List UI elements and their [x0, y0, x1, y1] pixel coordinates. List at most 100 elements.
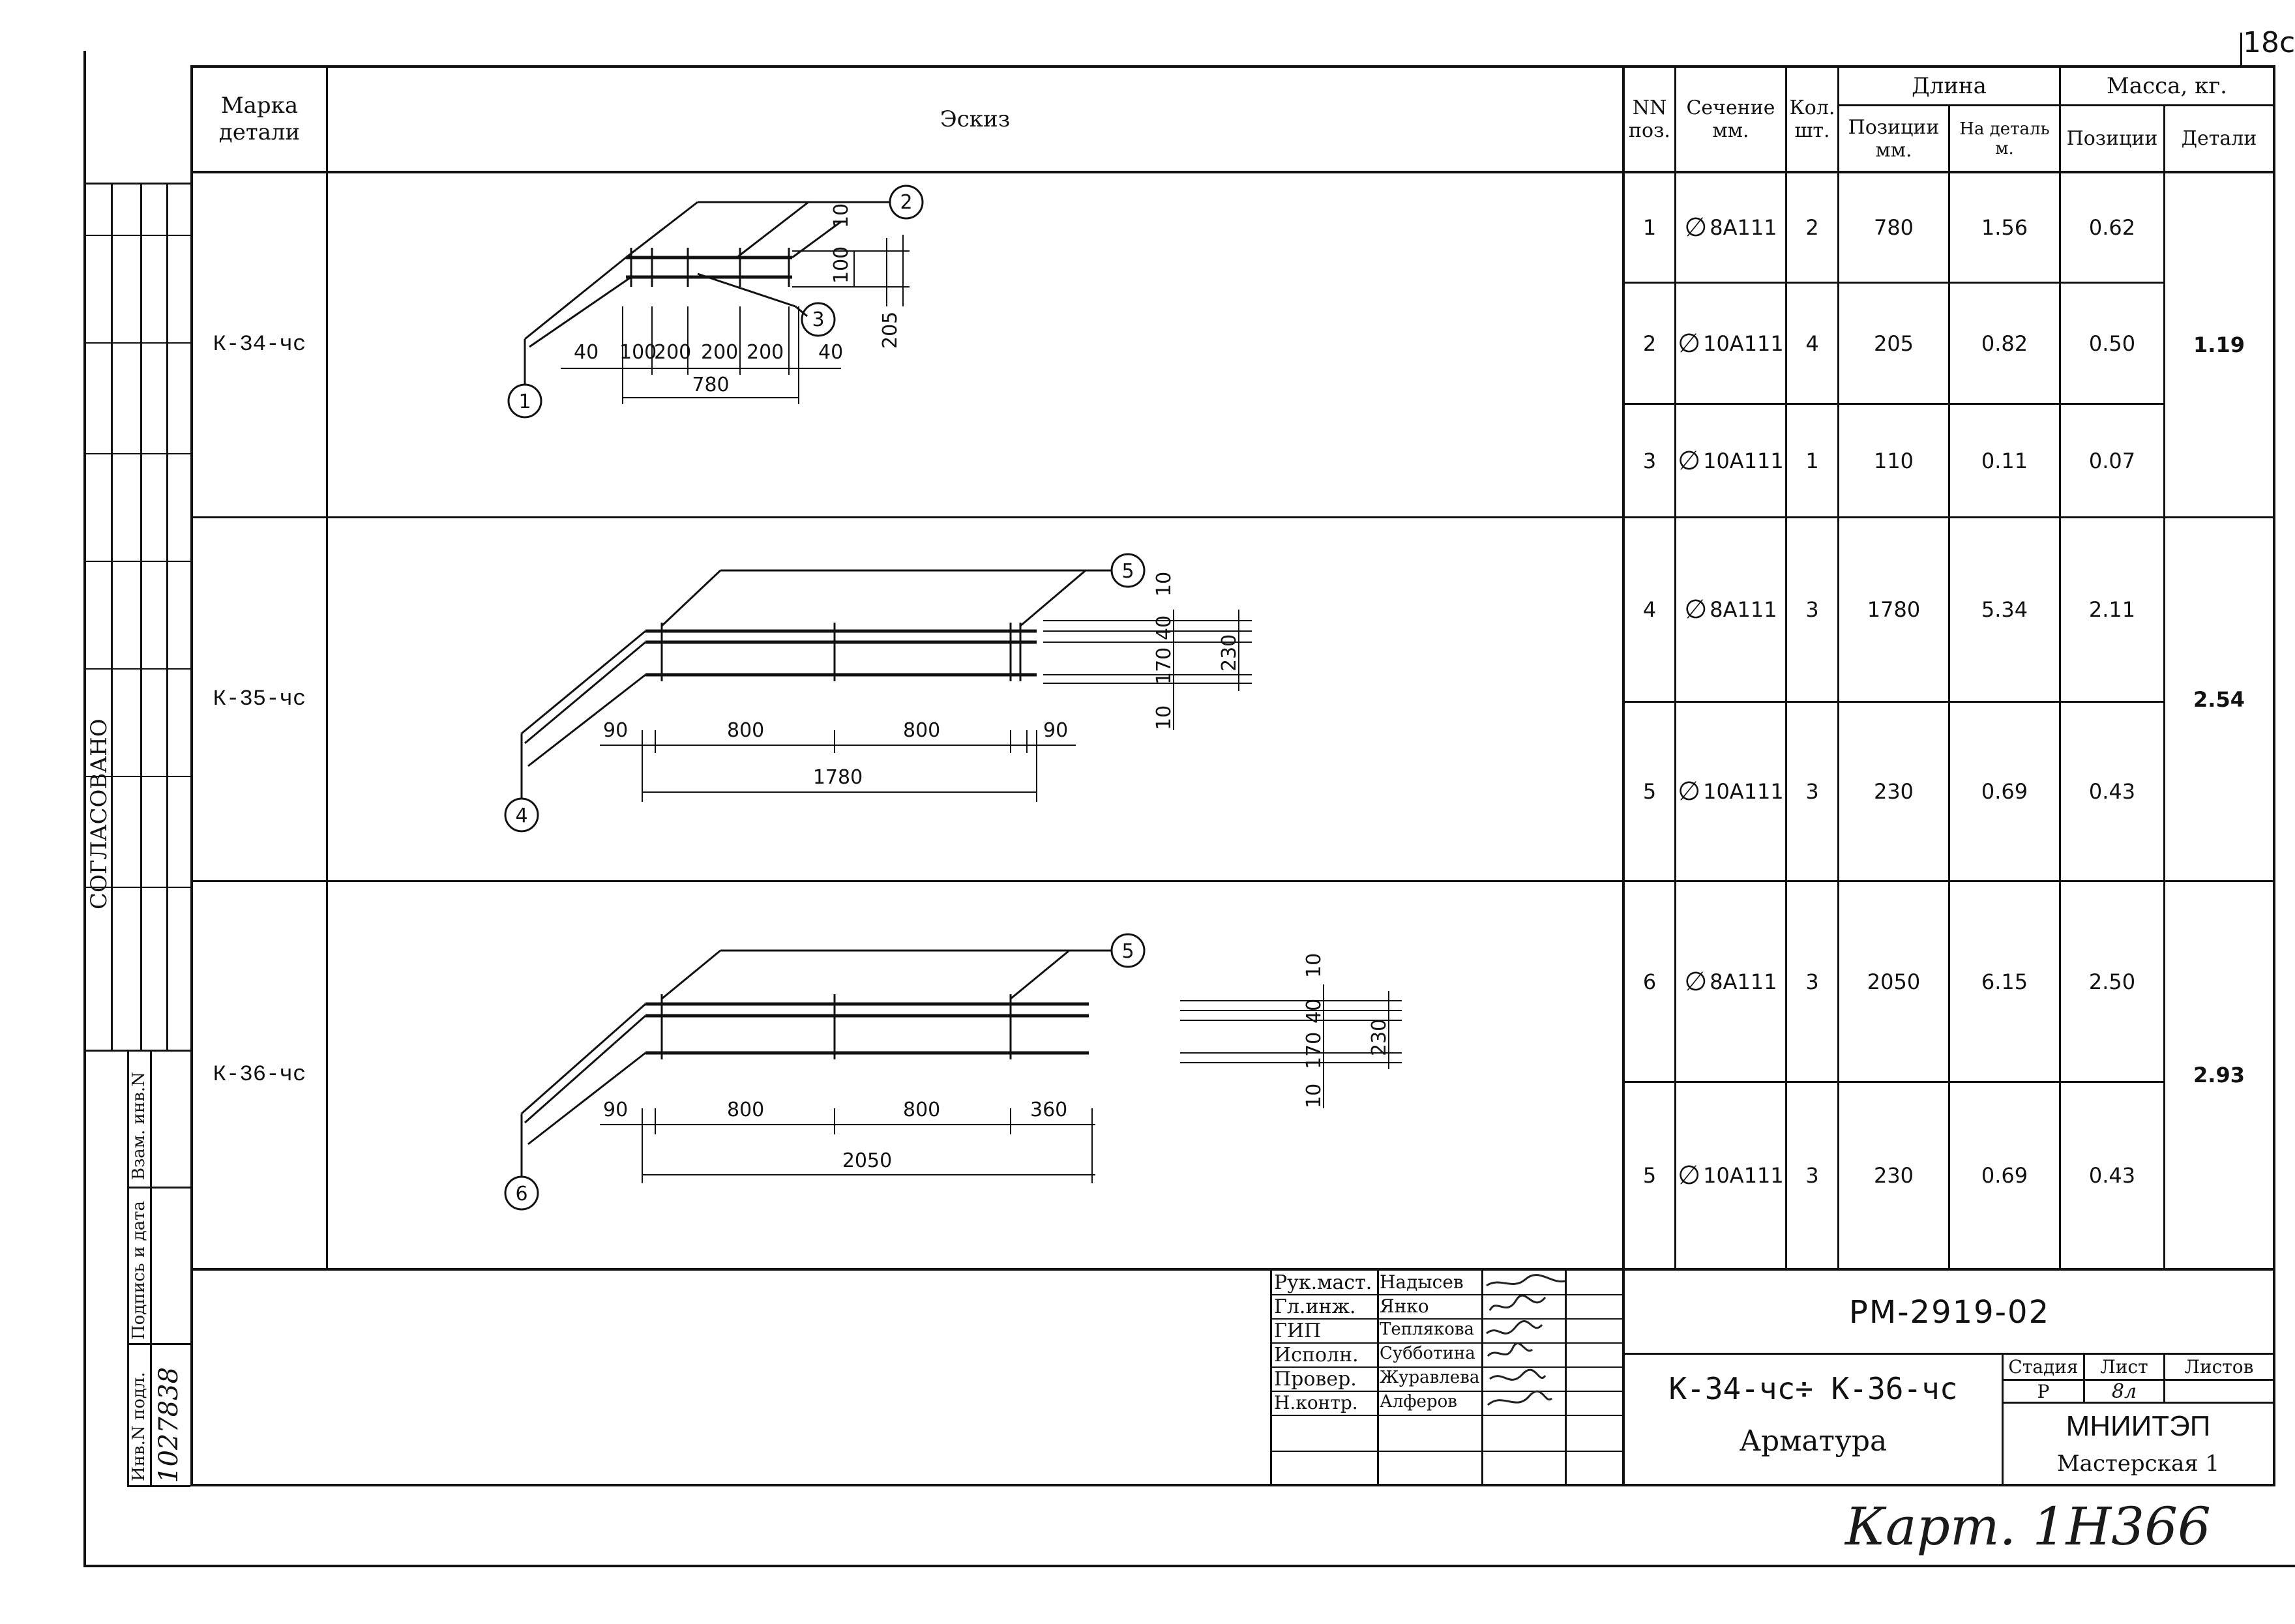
dim-label: 100 — [830, 246, 853, 284]
sig-row-line — [1270, 1366, 1622, 1368]
col-div-lenpos — [1948, 106, 1950, 1270]
mass-pos-cell: 2.11 — [2088, 597, 2136, 622]
hdr-mass-part: Детали — [2181, 127, 2257, 150]
hdr-mass-pos: Позиции — [2066, 127, 2158, 150]
sig-row-line — [1270, 1294, 1622, 1295]
len-part-cell: 1.56 — [1981, 215, 2028, 240]
len-part-cell: 0.69 — [1981, 779, 2028, 804]
row-sep-2 — [1622, 403, 2163, 405]
section-cell: ∅10A111 — [1678, 445, 1784, 476]
dim-label: 10 — [1153, 572, 1176, 597]
mass-pos-cell: 0.43 — [2088, 1163, 2136, 1188]
mass-pos-cell: 2.50 — [2088, 969, 2136, 994]
dim-label: 200 — [701, 341, 738, 364]
dim-label: 230 — [1368, 1019, 1391, 1056]
mass-total-k36: 2.93 — [2193, 1063, 2245, 1087]
len-pos-cell: 1780 — [1867, 597, 1921, 622]
tb-h2 — [2002, 1379, 2274, 1381]
len-pos-cell: 205 — [1873, 331, 1914, 356]
dim-label: 800 — [727, 1099, 764, 1121]
dim-label: 170 — [1303, 1032, 1325, 1069]
callout-label: 2 — [900, 191, 912, 214]
sig-role: Провер. — [1274, 1368, 1357, 1391]
frame-bottom-border — [83, 1565, 2295, 1567]
dim-label: 800 — [903, 1099, 940, 1121]
strip-row — [83, 561, 190, 562]
mass-pos-cell: 0.62 — [2088, 215, 2136, 240]
hdr-sub-line — [1837, 104, 2274, 106]
dim-label: 200 — [747, 341, 784, 364]
workshop: Мастерская 1 — [2056, 1451, 2220, 1477]
dim-total-label: 2050 — [842, 1149, 892, 1172]
mass-total-k35: 2.54 — [2193, 687, 2245, 712]
sig-name: Журавлева — [1380, 1368, 1480, 1387]
table-left — [190, 65, 193, 1486]
col-div-pos — [1674, 65, 1676, 1270]
title-line2: Арматура — [1739, 1424, 1888, 1458]
qty-cell: 3 — [1805, 969, 1819, 994]
mass-pos-cell: 0.43 — [2088, 779, 2136, 804]
callout-label: 5 — [1121, 940, 1134, 963]
section-cell: ∅10A111 — [1678, 776, 1784, 806]
dim-label: 40 — [1303, 999, 1325, 1024]
sig-v1 — [1377, 1270, 1379, 1486]
part-mark-k36: К-36-чс — [213, 1063, 306, 1087]
diameter-icon: ∅ — [1684, 966, 1708, 997]
dim-label: 800 — [903, 719, 940, 742]
dim-label: 90 — [603, 1099, 628, 1121]
mass-total-k34: 1.19 — [2193, 332, 2245, 357]
tb-v2 — [2083, 1353, 2085, 1403]
strip-row — [83, 453, 190, 454]
inv-orig-label: Инв.N подл. — [129, 1372, 149, 1481]
pos-cell: 5 — [1642, 779, 1657, 804]
strip-row — [83, 342, 190, 344]
qty-cell: 3 — [1805, 779, 1819, 804]
hdr-pos: NN поз. — [1629, 96, 1670, 142]
strip-h2 — [127, 1343, 190, 1345]
col-div-mark — [326, 65, 328, 1270]
dim-label: 360 — [1030, 1099, 1067, 1121]
sig-v3 — [1565, 1270, 1567, 1486]
part-mark-k35: К-35-чс — [213, 687, 306, 712]
dim-total-label: 1780 — [813, 766, 863, 789]
handwritten-note: Карт. 1Н366 — [1845, 1496, 2211, 1557]
strip-row — [83, 776, 190, 777]
sig-role: ГИП — [1274, 1320, 1322, 1342]
mass-pos-cell: 0.07 — [2088, 448, 2136, 473]
tb-h1 — [1622, 1353, 2274, 1355]
diameter-icon: ∅ — [1684, 213, 1708, 243]
len-part-cell: 6.15 — [1981, 969, 2028, 994]
col-div-qty — [1837, 65, 1839, 1270]
hdr-qty: Кол. шт. — [1789, 96, 1835, 142]
inv-number: 1027838 — [154, 1366, 184, 1483]
dim-label: 170 — [1153, 647, 1176, 685]
hdr-mass: Масса, кг. — [2107, 72, 2227, 99]
strip-v2 — [150, 1050, 152, 1486]
tb-v1 — [2002, 1353, 2004, 1486]
callout-label: 5 — [1121, 560, 1134, 583]
strip-row — [83, 235, 190, 236]
hdr-mark: Марка детали — [218, 93, 301, 145]
sig-role: Н.контр. — [1274, 1392, 1358, 1413]
dim-label: 10 — [1303, 953, 1325, 978]
diameter-icon: ∅ — [1678, 445, 1701, 476]
section-cell: ∅8A111 — [1684, 595, 1777, 625]
len-part-cell: 5.34 — [1981, 597, 2028, 622]
inv-swap-label: Взам. инв.N — [129, 1072, 149, 1180]
org-name: МНИИТЭП — [2066, 1410, 2211, 1442]
table-right — [2273, 65, 2275, 1486]
sketch-k34 — [507, 185, 924, 419]
section-cell: ∅8A111 — [1684, 213, 1777, 243]
len-part-cell: 0.11 — [1981, 448, 2028, 473]
tb-h3 — [2002, 1402, 2274, 1404]
sig-row-line — [1270, 1451, 1622, 1452]
strip-top — [83, 183, 190, 185]
dim-label: 90 — [603, 719, 628, 742]
len-part-cell: 0.69 — [1981, 1163, 2028, 1188]
dim-label: 40 — [1153, 615, 1176, 640]
strip-row — [83, 887, 190, 888]
sign-date-label: Подпись и дата — [129, 1201, 149, 1340]
sig-v2 — [1481, 1270, 1483, 1486]
dim-label: 40 — [574, 341, 599, 364]
frame-left-border — [83, 51, 86, 1567]
